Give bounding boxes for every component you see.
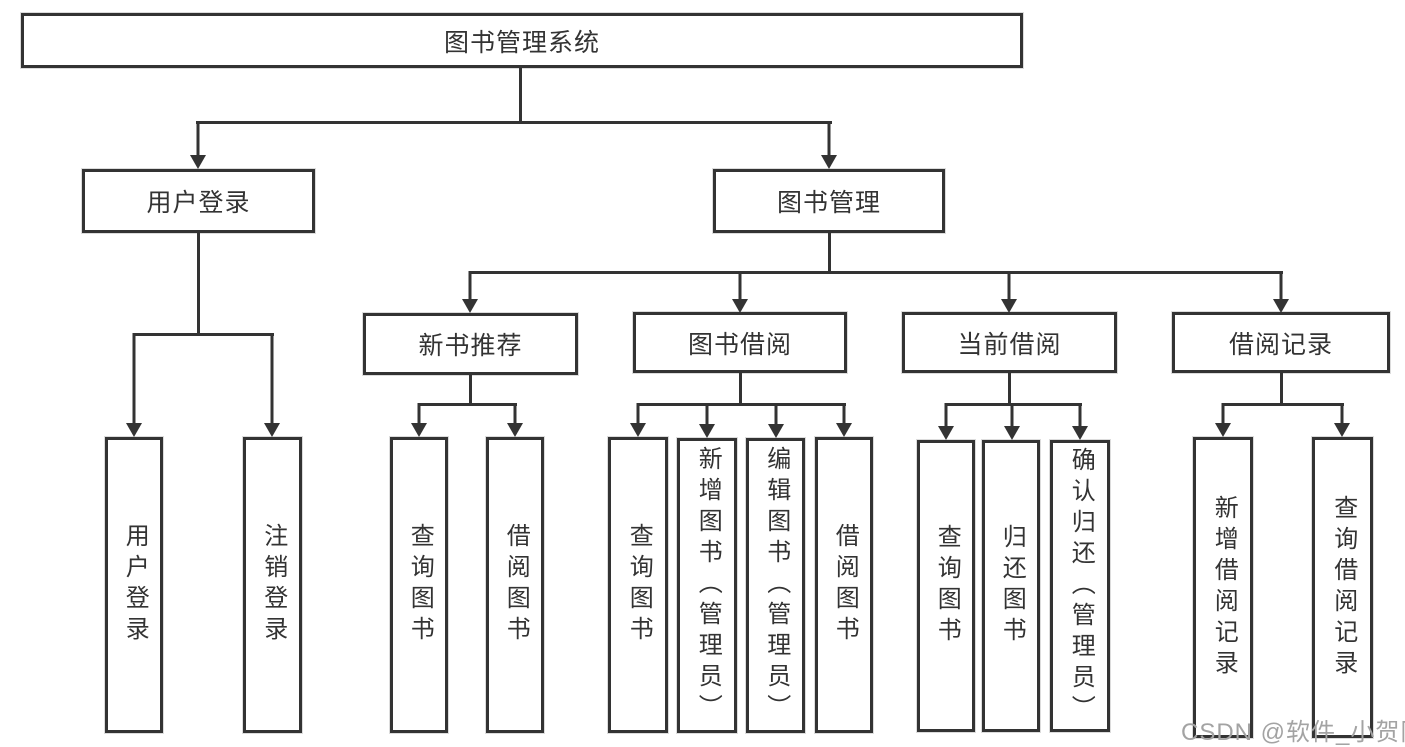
arrow-to-records-add	[1215, 403, 1231, 437]
leaf-borrow-add-admin: 新增图书（管理员）	[677, 438, 737, 733]
arrow-to-borrow-edit	[768, 403, 784, 438]
node-book-borrow-label: 图书借阅	[687, 330, 792, 359]
leaf-logout-label: 注销登录	[259, 523, 287, 647]
node-user-login: 用户登录	[82, 169, 315, 233]
connector-newbooks-stub	[469, 375, 472, 405]
leaf-records-query-label: 查询借阅记录	[1329, 494, 1357, 681]
leaf-borrow-book-label: 借阅图书	[831, 523, 859, 647]
arrow-to-book-borrow	[732, 271, 748, 313]
leaf-records-add: 新增借阅记录	[1193, 437, 1253, 738]
leaf-newbooks-borrow: 借阅图书	[486, 437, 544, 733]
csdn-watermark: CSDN @软件_小贺同学	[1181, 719, 1405, 746]
connector-bookmgmt-hline	[469, 271, 1283, 274]
connector-root-stub	[519, 68, 522, 122]
leaf-borrow-edit-admin: 编辑图书（管理员）	[746, 438, 805, 733]
leaf-newbooks-query: 查询图书	[390, 437, 448, 733]
leaf-current-return: 归还图书	[982, 440, 1040, 732]
arrow-to-newbooks-borrow	[507, 403, 523, 437]
node-borrow-records-label: 借阅记录	[1228, 330, 1333, 359]
leaf-logout: 注销登录	[243, 437, 302, 733]
leaf-records-query: 查询借阅记录	[1312, 437, 1373, 738]
connector-current-stub	[1008, 373, 1011, 405]
leaf-current-return-label: 归还图书	[998, 524, 1026, 648]
arrow-to-user-login	[190, 121, 206, 169]
leaf-newbooks-query-label: 查询图书	[406, 523, 434, 647]
node-book-borrow: 图书借阅	[633, 312, 847, 373]
node-current-borrow: 当前借阅	[902, 312, 1117, 373]
node-root-label: 图书管理系统	[443, 28, 600, 57]
leaf-user-login: 用户登录	[105, 437, 163, 733]
leaf-borrow-edit-admin-label: 编辑图书（管理员）	[762, 446, 790, 725]
connector-records-hline	[1222, 403, 1344, 406]
leaf-current-query: 查询图书	[917, 440, 975, 732]
node-book-management-label: 图书管理	[776, 189, 881, 217]
connector-newbooks-hline	[418, 403, 517, 406]
connector-records-stub	[1280, 373, 1283, 405]
arrow-to-borrow-query	[630, 403, 646, 437]
leaf-records-add-label: 新增借阅记录	[1210, 494, 1238, 681]
connector-borrow-stub	[739, 373, 742, 405]
arrow-to-records-query	[1334, 403, 1350, 437]
arrow-to-borrow-records	[1273, 271, 1289, 313]
arrow-to-current-query	[938, 403, 954, 440]
arrow-to-newbooks-query	[411, 403, 427, 437]
node-borrow-records: 借阅记录	[1172, 312, 1390, 373]
arrow-to-new-book-recommend	[462, 271, 478, 313]
connector-bookmgmt-stub	[828, 233, 831, 273]
arrow-to-current-return	[1004, 403, 1020, 440]
leaf-borrow-book: 借阅图书	[815, 437, 873, 733]
node-current-borrow-label: 当前借阅	[957, 330, 1062, 359]
arrow-to-borrow-add	[699, 403, 715, 438]
leaf-current-query-label: 查询图书	[933, 524, 961, 648]
connector-borrow-hline	[637, 403, 846, 406]
leaf-newbooks-borrow-label: 借阅图书	[502, 523, 530, 647]
connector-userlogin-stub	[197, 233, 200, 335]
connector-userlogin-hline	[133, 333, 274, 336]
arrow-to-current-borrow	[1001, 271, 1017, 313]
arrow-to-book-management	[821, 121, 837, 169]
leaf-borrow-add-admin-label: 新增图书（管理员）	[694, 446, 722, 725]
leaf-current-confirm-admin: 确认归还（管理员）	[1050, 440, 1110, 732]
arrow-to-current-confirm	[1072, 403, 1088, 440]
arrow-to-leaf-logout	[264, 333, 280, 437]
leaf-borrow-query-label: 查询图书	[625, 523, 653, 647]
arrow-to-borrow-book	[836, 403, 852, 437]
node-root: 图书管理系统	[21, 13, 1023, 68]
node-user-login-label: 用户登录	[146, 189, 251, 217]
node-book-management: 图书管理	[713, 169, 945, 233]
leaf-user-login-label: 用户登录	[121, 523, 149, 647]
arrow-to-leaf-user-login	[126, 333, 142, 437]
node-new-book-recommend-label: 新书推荐	[418, 332, 523, 360]
leaf-borrow-query: 查询图书	[608, 437, 668, 733]
leaf-current-confirm-admin-label: 确认归还（管理员）	[1067, 446, 1095, 726]
connector-root-hline	[196, 121, 832, 124]
node-new-book-recommend: 新书推荐	[363, 313, 578, 375]
